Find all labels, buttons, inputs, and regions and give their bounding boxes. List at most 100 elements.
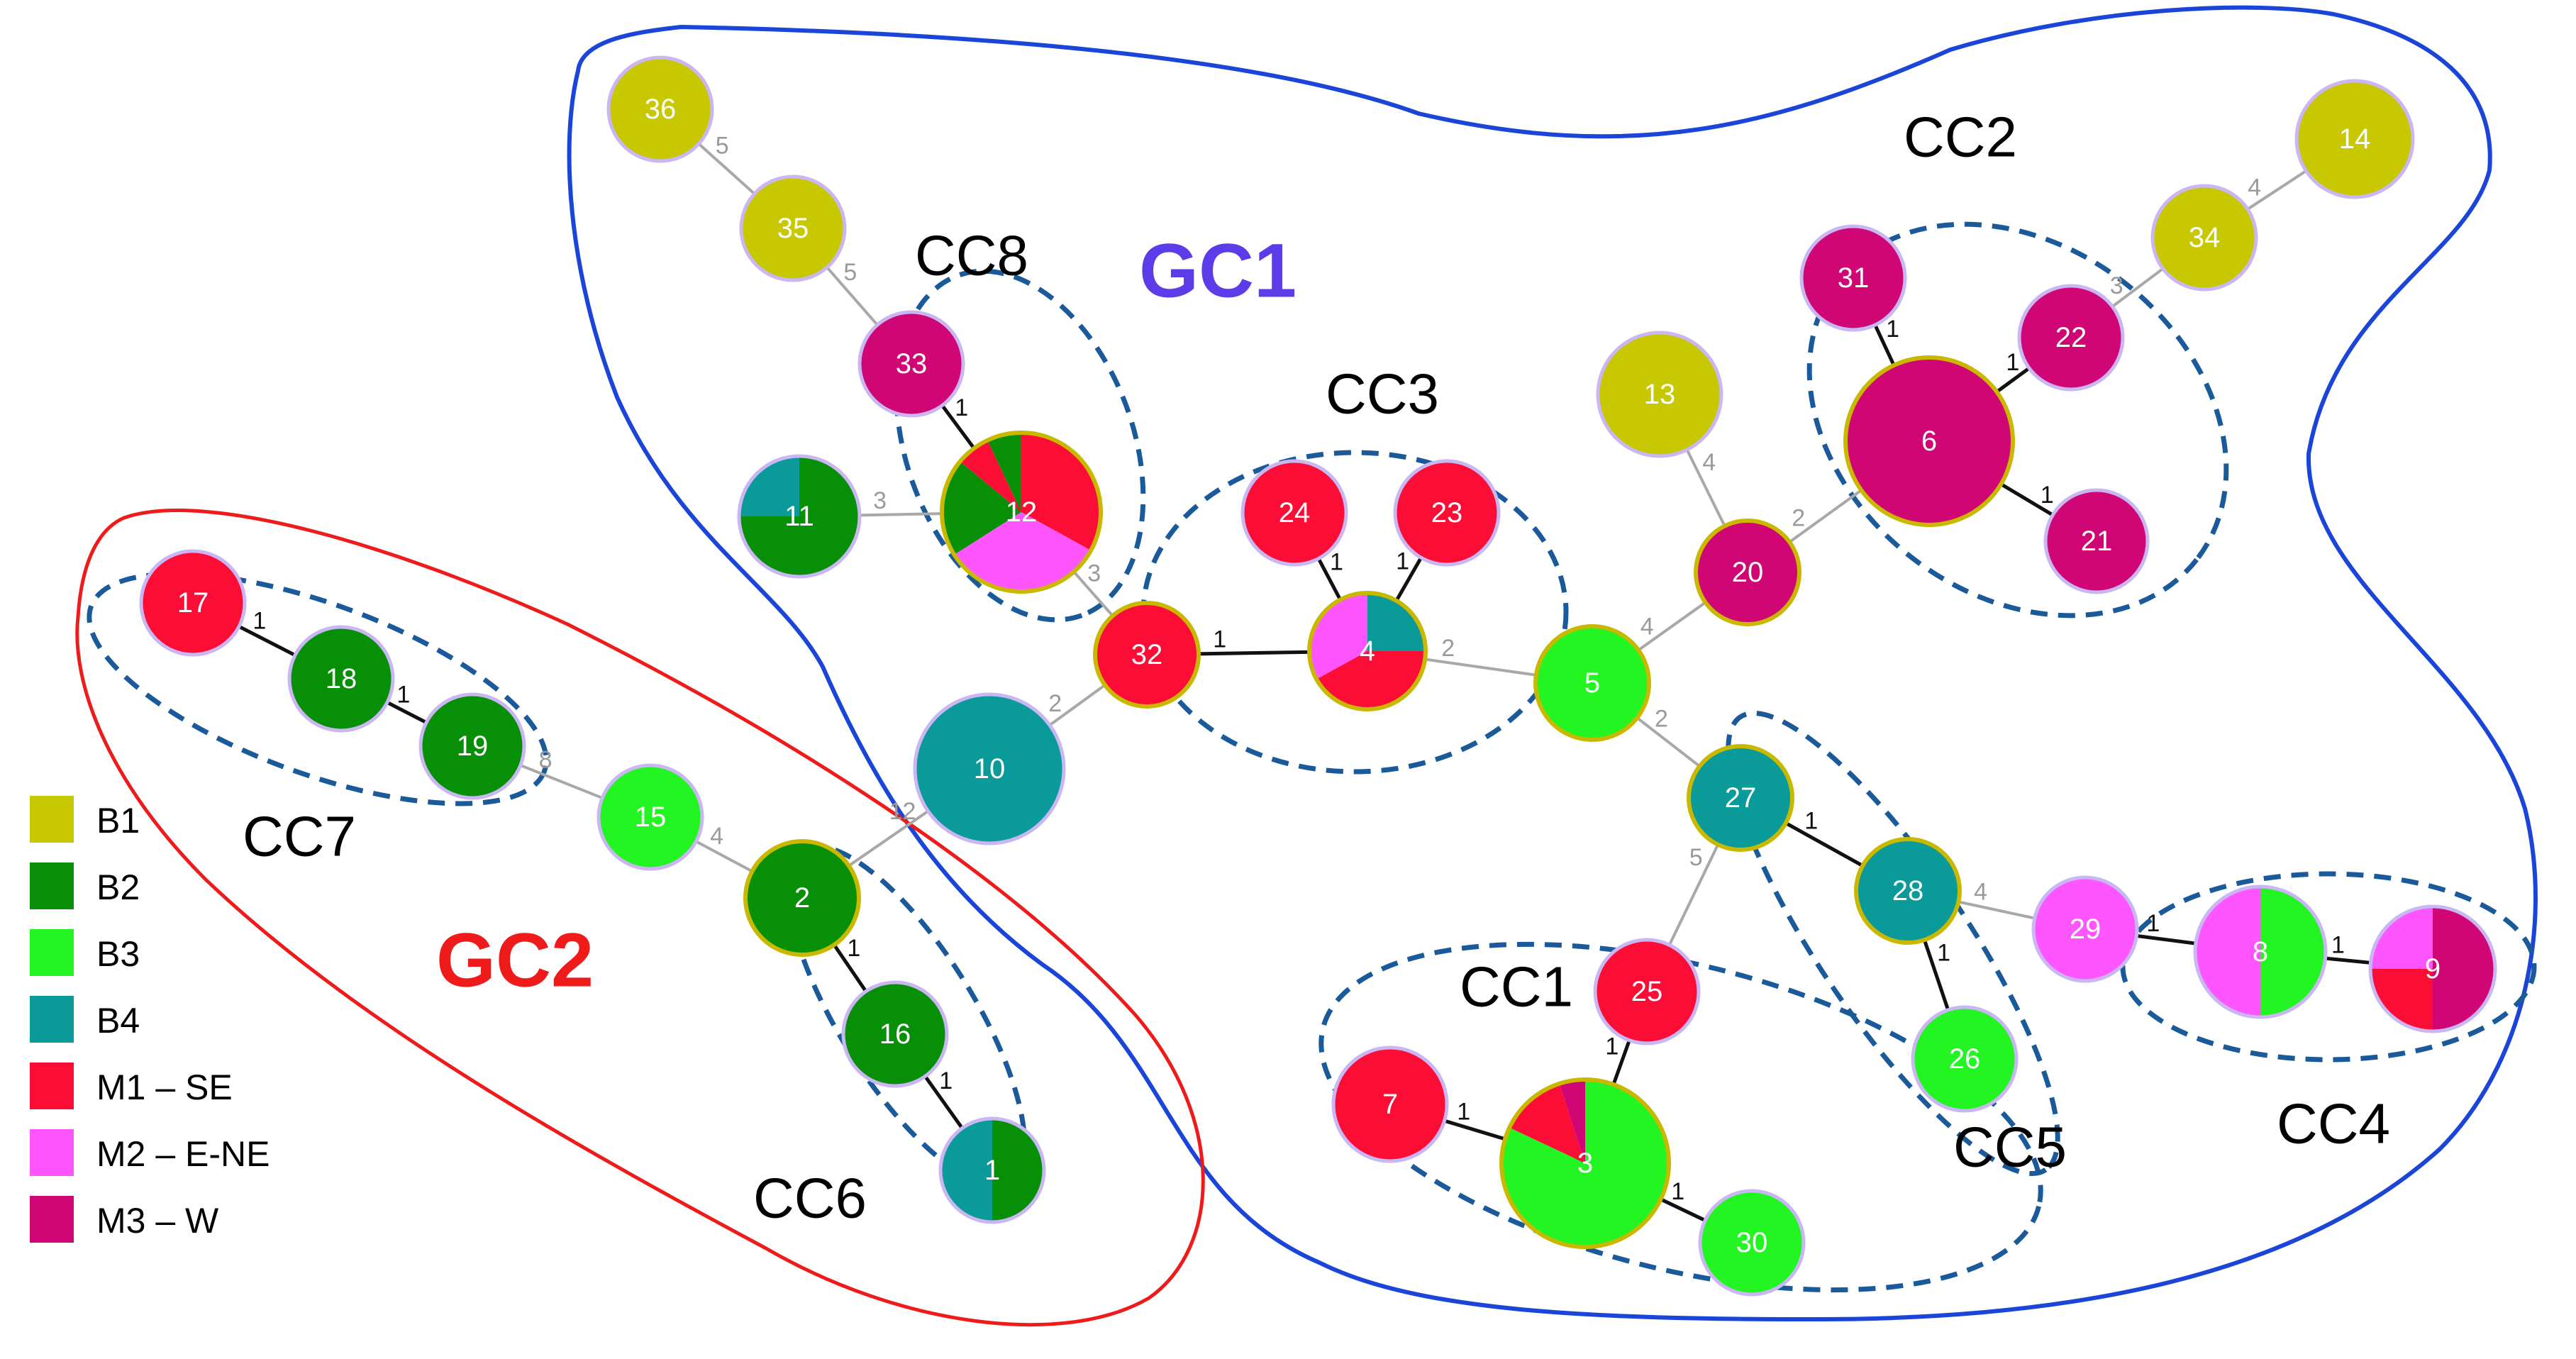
- edge-label-5-27: 2: [1655, 705, 1668, 732]
- node-11: 11: [737, 454, 862, 579]
- edge-label-33-12: 1: [955, 394, 968, 421]
- edge-label-15-2: 4: [710, 823, 723, 850]
- node-35-border: [739, 174, 847, 282]
- node-36-border: [606, 55, 714, 163]
- node-14-slice-B1: [2297, 81, 2413, 197]
- cc7-outline: [87, 571, 549, 806]
- node-14-label: 14: [2339, 123, 2371, 155]
- node-28: 28: [1854, 837, 1962, 945]
- node-11-border: [737, 454, 862, 579]
- node-30-label: 30: [1736, 1227, 1768, 1258]
- node-2-label: 2: [794, 882, 810, 914]
- cc4-label: CC4: [2277, 1092, 2390, 1155]
- edge-label-22-34: 3: [2110, 272, 2123, 299]
- node-18-label: 18: [326, 663, 357, 694]
- node-32: 32: [1093, 601, 1201, 709]
- node-24-label: 24: [1279, 497, 1311, 528]
- node-18: 18: [287, 625, 395, 733]
- node-9-border: [2368, 904, 2497, 1033]
- edge-label-8-9: 1: [2331, 932, 2345, 959]
- legend-label-m1: M1 – SE: [96, 1067, 233, 1107]
- node-17-border: [139, 549, 247, 657]
- node-12-slice-3: [960, 440, 1021, 512]
- node-28-label: 28: [1892, 875, 1924, 906]
- node-15-slice-B3: [599, 765, 702, 869]
- node-13: 13: [1596, 331, 1723, 458]
- node-12-slice-4: [987, 433, 1021, 512]
- node-1: 1: [938, 1116, 1046, 1224]
- node-9-label: 9: [2425, 953, 2441, 984]
- node-5-slice-B3: [1536, 626, 1649, 740]
- edge-label-10-32: 2: [1048, 690, 1062, 717]
- node-20-border: [1694, 518, 1801, 626]
- node-23-slice-M1: [1395, 461, 1499, 565]
- node-3-slice-2: [1559, 1080, 1585, 1163]
- edge-label-27-28: 1: [1804, 808, 1818, 835]
- node-6-label: 6: [1921, 426, 1937, 457]
- node-8-slice-0: [2260, 887, 2326, 1017]
- edge-label-10-2: 12: [889, 798, 916, 825]
- node-6: 6: [1843, 355, 2015, 527]
- node-5: 5: [1533, 624, 1651, 742]
- legend-swatch-b1: [30, 796, 74, 843]
- node-31-label: 31: [1838, 262, 1870, 294]
- edge-label-7-3: 1: [1457, 1098, 1470, 1125]
- legend-swatch-b2: [30, 862, 74, 909]
- node-21-label: 21: [2081, 526, 2113, 557]
- node-15: 15: [596, 763, 704, 871]
- node-7: 7: [1331, 1045, 1449, 1163]
- node-1-slice-1: [940, 1119, 992, 1222]
- legend-swatch-b3: [30, 929, 74, 976]
- node-3-label: 3: [1577, 1148, 1593, 1179]
- node-1-label: 1: [984, 1155, 1000, 1186]
- node-9-slice-1: [2370, 969, 2433, 1031]
- node-21: 21: [2043, 488, 2150, 594]
- node-25-label: 25: [1631, 976, 1663, 1007]
- node-22-border: [2017, 284, 2125, 392]
- node-27-label: 27: [1725, 782, 1757, 814]
- node-30-border: [1698, 1189, 1806, 1297]
- node-4-border: [1307, 591, 1428, 711]
- node-6-slice-M3: [1845, 357, 2013, 525]
- node-35-slice-B1: [741, 177, 845, 280]
- edge-label-31-6: 1: [1886, 316, 1899, 343]
- node-5-border: [1533, 624, 1651, 742]
- node-19-slice-B2: [421, 694, 524, 798]
- edge-label-5-20: 4: [1640, 613, 1654, 640]
- edge-label-32-4: 1: [1213, 626, 1226, 653]
- node-11-label: 11: [784, 501, 814, 532]
- node-34-label: 34: [2189, 222, 2221, 253]
- node-14-border: [2294, 79, 2415, 199]
- node-8-border: [2193, 884, 2328, 1019]
- node-29-slice-M2: [2033, 877, 2137, 981]
- node-35-label: 35: [777, 213, 809, 244]
- edge-label-13-20: 4: [1702, 449, 1716, 476]
- gc1-label: GC1: [1139, 228, 1297, 314]
- node-21-slice-M3: [2045, 490, 2148, 592]
- edge-label-12-32: 3: [1087, 560, 1101, 587]
- node-23-border: [1393, 459, 1501, 567]
- node-18-slice-B2: [289, 627, 393, 731]
- node-3-border: [1499, 1077, 1671, 1249]
- cc7-label: CC7: [243, 805, 356, 868]
- edge-label-28-26: 1: [1937, 939, 1950, 966]
- node-10-label: 10: [974, 753, 1006, 784]
- cc2-outline: [1806, 221, 2229, 619]
- node-9: 9: [2368, 904, 2497, 1033]
- node-16-border: [841, 980, 949, 1088]
- node-20-slice-M3: [1696, 521, 1799, 624]
- node-3: 3: [1499, 1077, 1671, 1249]
- legend-swatch-m1: [30, 1063, 74, 1109]
- node-2-border: [743, 839, 861, 957]
- edge-label-34-14: 4: [2248, 174, 2261, 201]
- gc1-outline: [567, 5, 2538, 1322]
- edge-label-4-5: 2: [1441, 635, 1455, 662]
- edge-label-23-4: 1: [1396, 548, 1409, 575]
- gc2-label: GC2: [436, 917, 594, 1003]
- node-12: 12: [940, 431, 1103, 594]
- node-30: 30: [1698, 1189, 1806, 1297]
- node-33-label: 33: [896, 348, 928, 379]
- node-12-label: 12: [1006, 497, 1038, 528]
